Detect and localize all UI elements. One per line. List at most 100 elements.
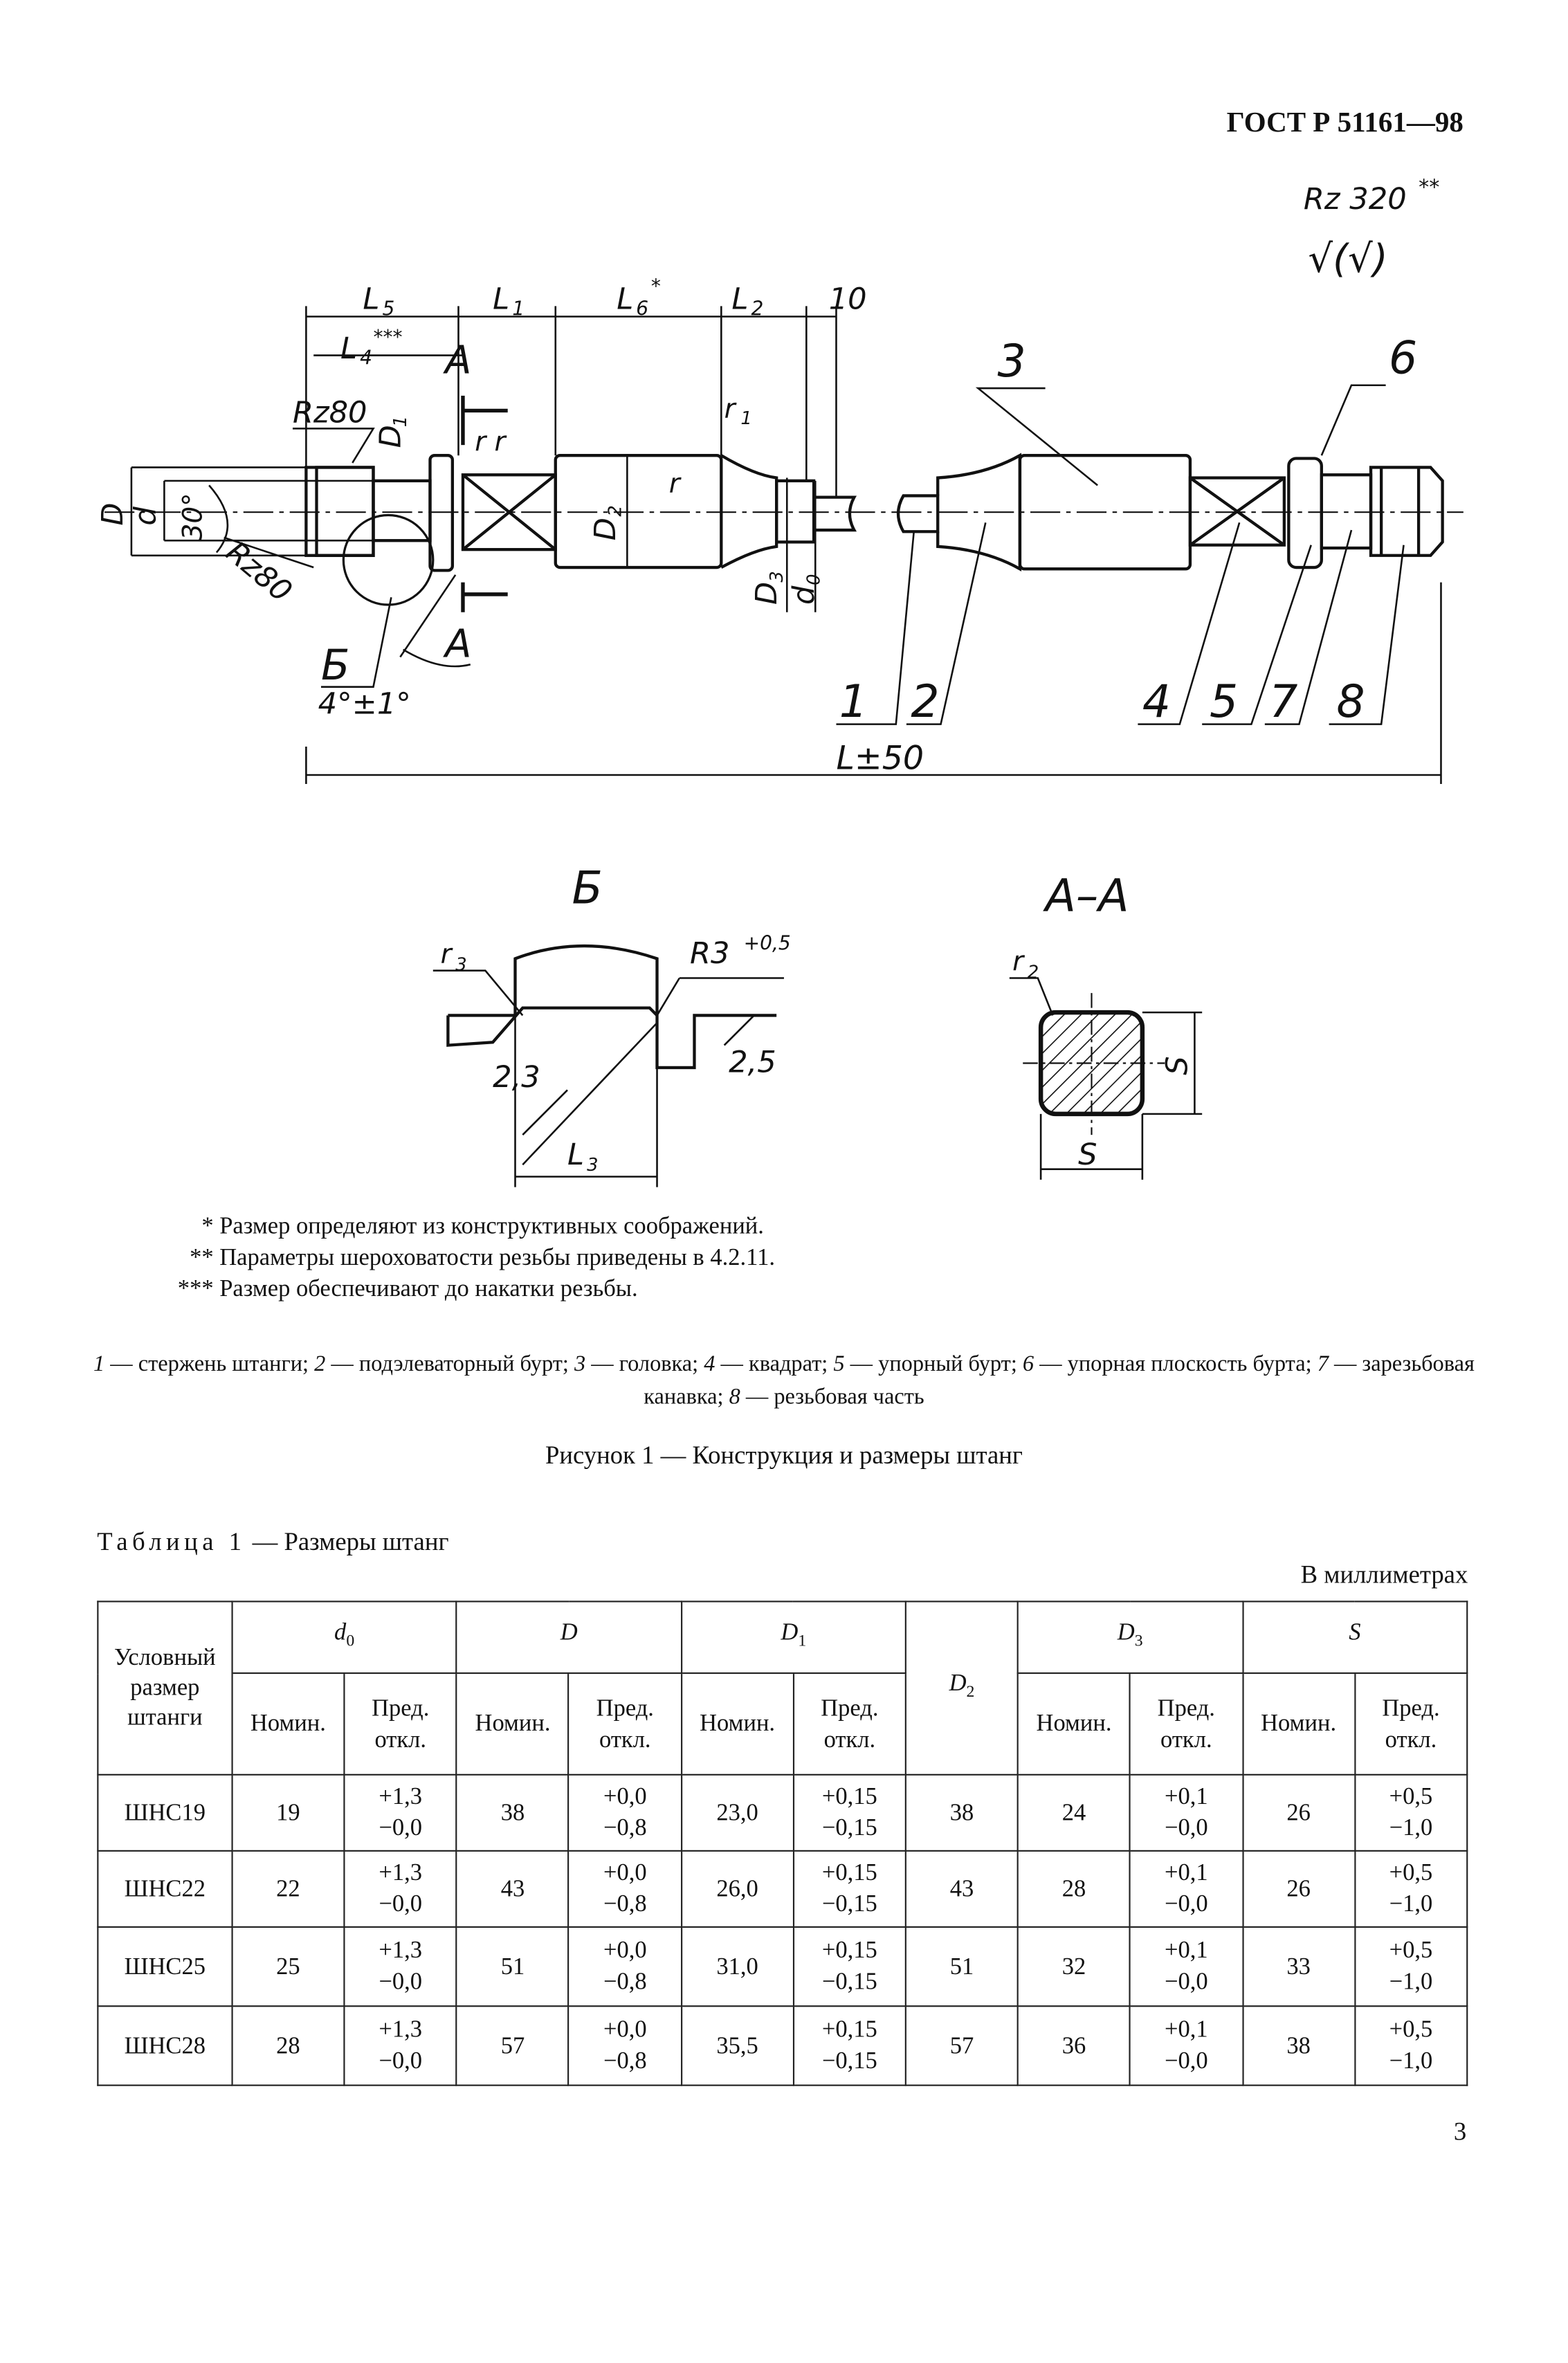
cell-D2: 43 bbox=[904, 1850, 1019, 1928]
label: +0,15 bbox=[821, 1784, 877, 1810]
label: 2,5 bbox=[729, 1045, 776, 1079]
label: −0,0 bbox=[379, 1816, 423, 1841]
label: −0,15 bbox=[821, 1892, 877, 1917]
label: ШНС25 bbox=[124, 1953, 206, 1980]
cell-S-tol: +0,5−1,0 bbox=[1353, 1926, 1468, 2007]
label: 19 bbox=[276, 1800, 300, 1826]
label: L bbox=[363, 282, 379, 317]
label: 26 bbox=[1286, 1800, 1311, 1826]
col-subheader-tol: Пред. откл. bbox=[1129, 1672, 1243, 1776]
label: r bbox=[724, 394, 737, 425]
label: −0,8 bbox=[603, 1969, 647, 1996]
cell-S: 26 bbox=[1241, 1773, 1356, 1852]
label: 33 bbox=[1286, 1953, 1311, 1980]
col-subheader-nom: Номин. bbox=[231, 1672, 345, 1776]
cell-D2: 57 bbox=[904, 2005, 1019, 2086]
label: r bbox=[669, 468, 682, 500]
label: +1,3 bbox=[379, 1860, 423, 1886]
label: 2,3 bbox=[493, 1060, 540, 1095]
label: *** bbox=[177, 1277, 214, 1302]
col-subheader-tol: Пред. откл. bbox=[568, 1672, 682, 1776]
label: d bbox=[128, 507, 163, 526]
label: * bbox=[201, 1214, 214, 1240]
label: 36 bbox=[1061, 2033, 1086, 2059]
roughness-label: Rz 320 bbox=[1304, 182, 1407, 217]
callout-6: 6 bbox=[1389, 333, 1417, 385]
label: D bbox=[1117, 1620, 1135, 1645]
label: L±50 bbox=[836, 739, 924, 777]
cell-S: 26 bbox=[1241, 1850, 1356, 1928]
figure-legend: 1 — стержень штанги; 2 — подэлеваторный … bbox=[89, 1349, 1478, 1414]
label: А bbox=[443, 622, 471, 667]
cell-D1-tol: +0,15−0,15 bbox=[792, 1926, 907, 2007]
label: −0,0 bbox=[379, 2048, 423, 2074]
table-caption: Таблица 1 — Размеры штанг bbox=[97, 1528, 448, 1558]
col-subheader-tol: Пред. откл. bbox=[1353, 1672, 1468, 1776]
label: −0,8 bbox=[603, 1816, 647, 1841]
label: −0,15 bbox=[821, 2048, 877, 2074]
footnote-3: ***Размер обеспечивают до накатки резьбы… bbox=[157, 1277, 638, 1304]
label: D bbox=[560, 1620, 578, 1645]
label: 0 bbox=[346, 1632, 355, 1650]
col-group-header: d0 bbox=[231, 1600, 457, 1675]
label: 10 bbox=[829, 282, 867, 317]
cell-D3-tol: +0,1−0,0 bbox=[1129, 1850, 1243, 1928]
cell-S: 38 bbox=[1241, 2005, 1356, 2086]
cell-d0-tol: +1,3−0,0 bbox=[343, 2005, 457, 2086]
label: 2 bbox=[605, 505, 626, 516]
col-group-header: D bbox=[455, 1600, 682, 1675]
legend-number: 6 bbox=[1022, 1353, 1034, 1377]
label: −0,8 bbox=[603, 1892, 647, 1917]
label: D bbox=[949, 1670, 967, 1697]
label: *** bbox=[374, 325, 403, 348]
cell-d0: 25 bbox=[231, 1926, 345, 2007]
footnote-1: *Размер определяют из конструктивных соо… bbox=[157, 1214, 764, 1241]
label: Таблица 1 bbox=[97, 1527, 246, 1556]
footnote-2: **Параметры шероховатости резьбы приведе… bbox=[157, 1246, 775, 1272]
cell-D1: 23,0 bbox=[680, 1773, 794, 1852]
label: L bbox=[340, 331, 357, 366]
cell-D3-tol: +0,1−0,0 bbox=[1129, 2005, 1243, 2086]
legend-text: — стержень штанги; bbox=[104, 1353, 315, 1377]
col-group-header: S bbox=[1241, 1600, 1468, 1675]
label: r bbox=[1012, 947, 1025, 978]
col-group-header: D3 bbox=[1017, 1600, 1243, 1675]
cell-size: ШНС22 bbox=[97, 1850, 233, 1928]
label: D bbox=[749, 582, 784, 605]
legend-number: 4 bbox=[704, 1353, 715, 1377]
label: −0,0 bbox=[379, 1969, 423, 1996]
label: +1,3 bbox=[379, 1938, 423, 1964]
col-subheader-nom: Номин. bbox=[455, 1672, 570, 1776]
legend-text: — головка; bbox=[585, 1353, 704, 1377]
legend-number: 5 bbox=[833, 1353, 845, 1377]
label: +0,15 bbox=[821, 1938, 877, 1964]
label: D bbox=[95, 502, 130, 525]
callout-1: 1 bbox=[839, 676, 868, 728]
label: L bbox=[617, 282, 633, 317]
label: −0,0 bbox=[1164, 1816, 1208, 1841]
label: 38 bbox=[500, 1800, 525, 1826]
label: * bbox=[651, 275, 661, 298]
label: ** bbox=[190, 1245, 214, 1271]
cell-d0: 19 bbox=[231, 1773, 345, 1852]
label: +0,5 bbox=[1389, 1938, 1433, 1964]
cell-D1-tol: +0,15−0,15 bbox=[792, 2005, 907, 2086]
label: ** bbox=[1419, 176, 1439, 200]
cell-d0-tol: +1,3−0,0 bbox=[343, 1773, 457, 1852]
label: L bbox=[567, 1138, 584, 1172]
label: Размер обеспечивают до накатки резьбы. bbox=[219, 1277, 638, 1302]
legend-text: — зарезьбовая канавка; bbox=[644, 1353, 1475, 1410]
label: ШНС22 bbox=[124, 1876, 206, 1902]
cell-d0-tol: +1,3 −0,0 bbox=[343, 1926, 457, 2007]
cell-d0: 22 bbox=[231, 1850, 345, 1928]
col-subheader-nom: Номин. bbox=[1241, 1672, 1356, 1776]
label: +0,5 bbox=[1389, 1784, 1433, 1810]
cell-size: ШНС28 bbox=[97, 2005, 233, 2086]
label: L bbox=[493, 282, 509, 317]
label: 32 bbox=[1061, 1953, 1086, 1980]
label: 38 bbox=[949, 1800, 974, 1826]
callout-7: 7 bbox=[1269, 676, 1297, 728]
